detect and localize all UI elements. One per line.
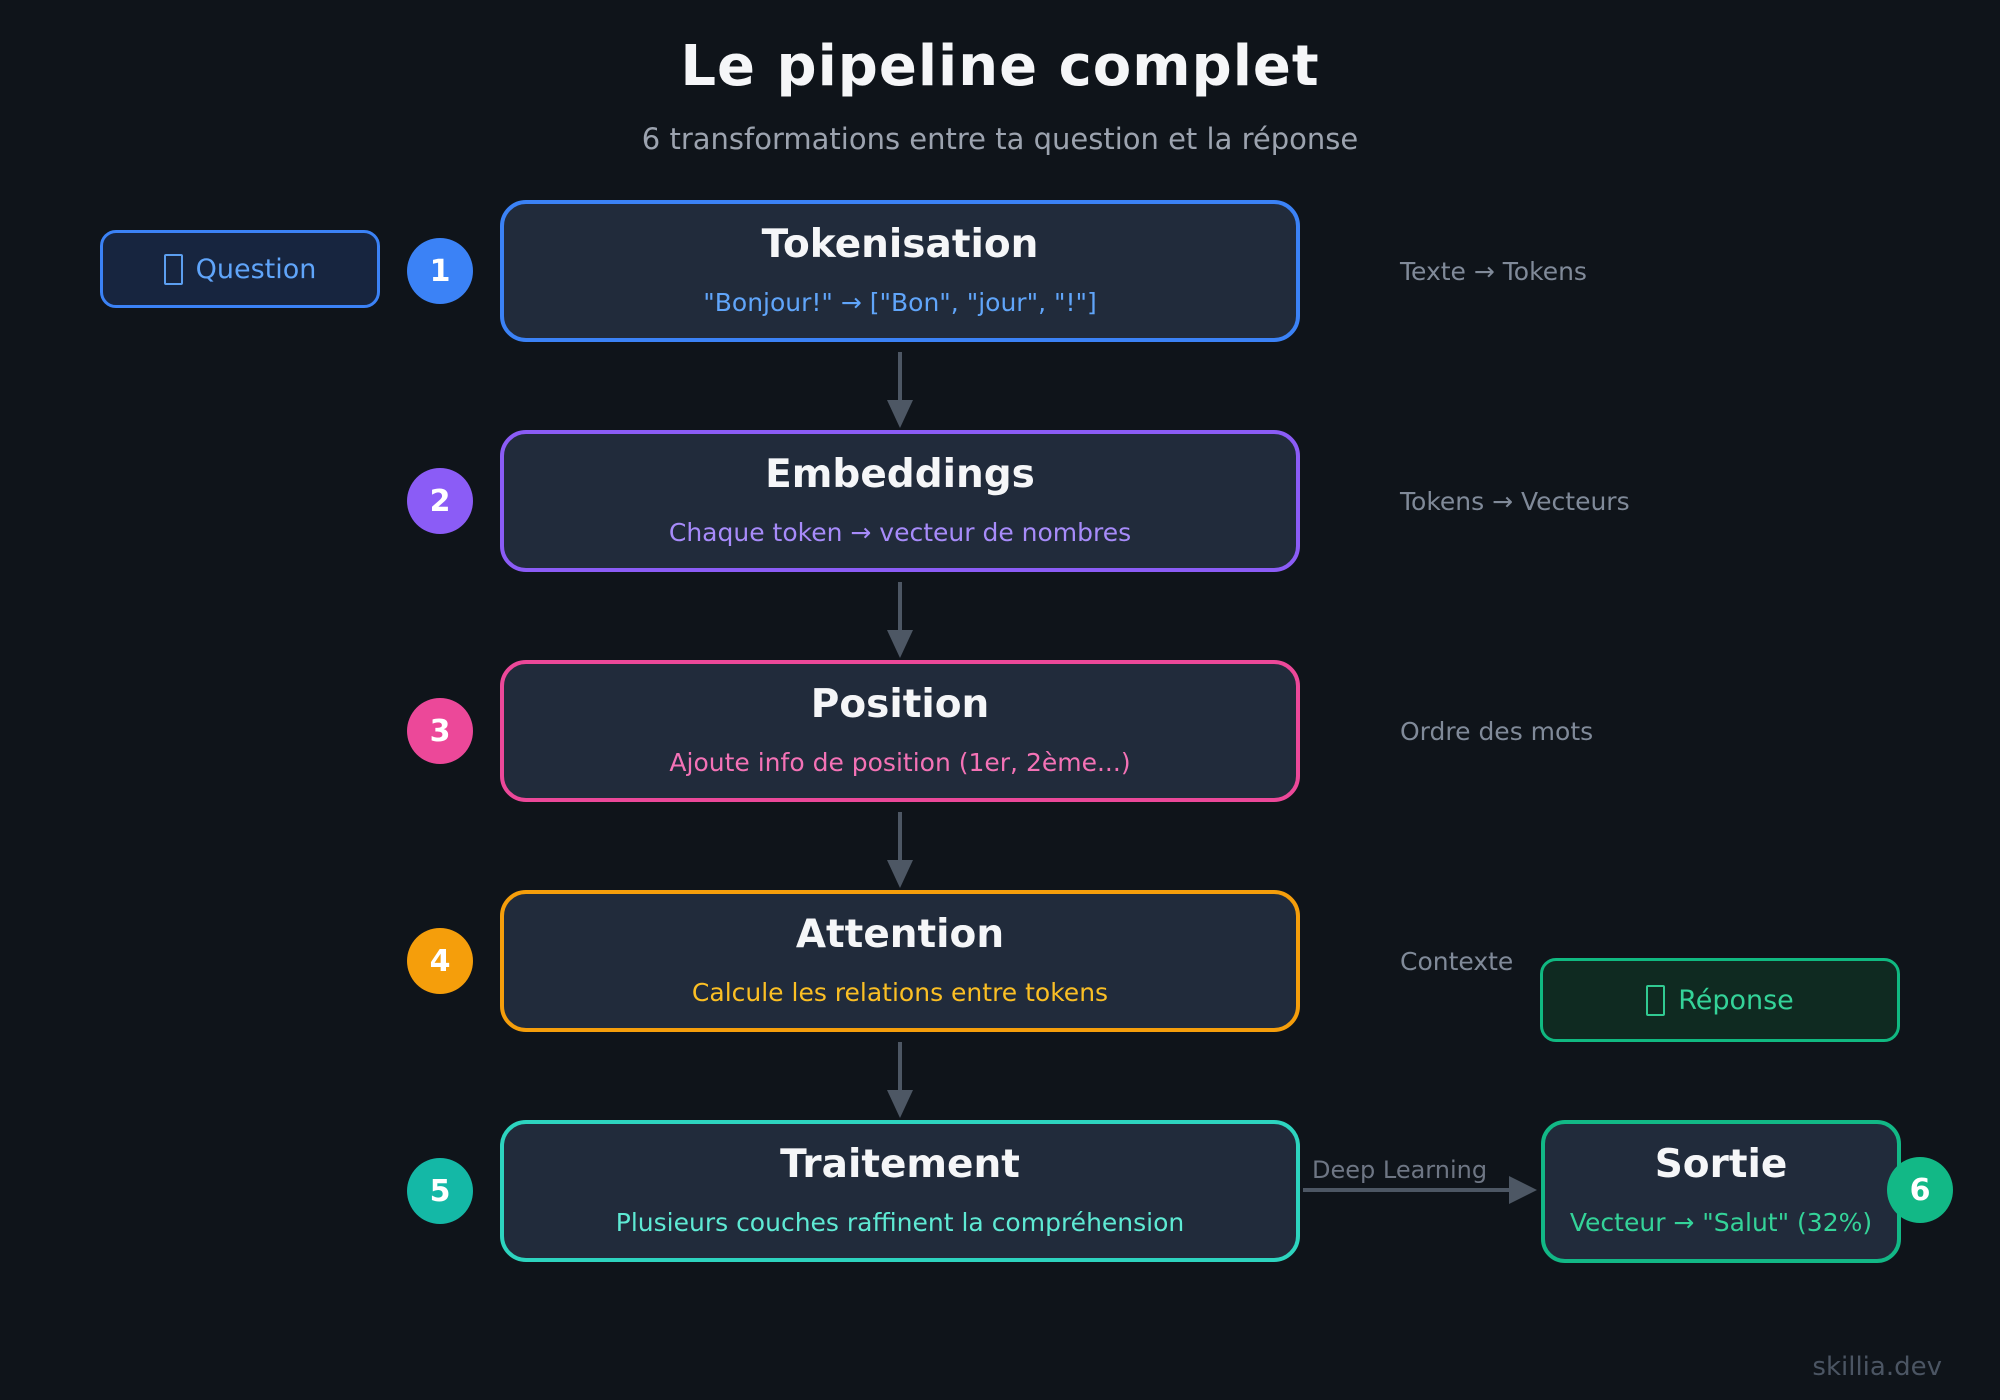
- step-3-number-badge: 3: [407, 698, 473, 764]
- side-label-embeddings: Tokens → Vecteurs: [1400, 487, 1630, 516]
- side-label-tokenisation: Texte → Tokens: [1400, 257, 1587, 286]
- step-2-number-badge: 2: [407, 468, 473, 534]
- step-6-number-badge: 6: [1887, 1157, 1953, 1223]
- arrow-head-icon: [887, 630, 913, 658]
- arrow-step2-to-step3: [880, 582, 920, 662]
- arrow-stem: [898, 352, 902, 400]
- step-subtitle: "Bonjour!" → ["Bon", "jour", "!"]: [703, 288, 1097, 317]
- side-label-position: Ordre des mots: [1400, 717, 1594, 746]
- arrow-stem: [898, 582, 902, 630]
- question-badge-label: Question: [195, 253, 317, 285]
- arrow-traitement-to-sortie: [1303, 1176, 1539, 1208]
- reponse-badge-label: Réponse: [1678, 984, 1794, 1016]
- step-title: Sortie: [1654, 1142, 1788, 1187]
- step-box-position: Position Ajoute info de position (1er, 2…: [500, 660, 1300, 802]
- step-box-sortie: Sortie Vecteur → "Salut" (32%): [1541, 1120, 1901, 1263]
- step-4-number-badge: 4: [407, 928, 473, 994]
- step-title: Tokenisation: [761, 222, 1039, 267]
- step-title: Position: [810, 682, 990, 727]
- step-subtitle: Vecteur → "Salut" (32%): [1569, 1208, 1873, 1237]
- arrow-head-icon: [1509, 1176, 1537, 1204]
- reponse-badge: Réponse: [1540, 958, 1900, 1042]
- question-badge: Question: [100, 230, 380, 308]
- arrow-head-icon: [887, 860, 913, 888]
- step-1-number-badge: 1: [407, 238, 473, 304]
- watermark: skillia.dev: [1812, 1352, 1942, 1382]
- side-label-attention: Contexte: [1400, 947, 1514, 976]
- arrow-head-icon: [887, 1090, 913, 1118]
- deep-learning-label: Deep Learning: [1312, 1156, 1488, 1184]
- page-title: Le pipeline complet: [680, 34, 1320, 99]
- arrow-step3-to-step4: [880, 812, 920, 892]
- step-subtitle: Calcule les relations entre tokens: [691, 978, 1109, 1007]
- step-title: Attention: [795, 912, 1005, 957]
- step-box-embeddings: Embeddings Chaque token → vecteur de nom…: [500, 430, 1300, 572]
- question-emoji-icon: [163, 253, 183, 285]
- step-title: Embeddings: [765, 452, 1035, 497]
- arrow-step4-to-step5: [880, 1042, 920, 1122]
- arrow-step1-to-step2: [880, 352, 920, 432]
- step-5-number-badge: 5: [407, 1158, 473, 1224]
- arrow-stem: [898, 812, 902, 860]
- arrow-stem: [1303, 1188, 1509, 1192]
- arrow-head-icon: [887, 400, 913, 428]
- arrow-stem: [898, 1042, 902, 1090]
- step-box-attention: Attention Calcule les relations entre to…: [500, 890, 1300, 1032]
- step-box-tokenisation: Tokenisation "Bonjour!" → ["Bon", "jour"…: [500, 200, 1300, 342]
- page-subtitle: 6 transformations entre ta question et l…: [641, 122, 1359, 156]
- step-subtitle: Plusieurs couches raffinent la compréhen…: [615, 1208, 1185, 1237]
- step-box-traitement: Traitement Plusieurs couches raffinent l…: [500, 1120, 1300, 1262]
- reponse-emoji-icon: [1646, 984, 1666, 1016]
- step-title: Traitement: [780, 1142, 1020, 1187]
- step-subtitle: Chaque token → vecteur de nombres: [668, 518, 1132, 547]
- step-subtitle: Ajoute info de position (1er, 2ème...): [669, 748, 1131, 777]
